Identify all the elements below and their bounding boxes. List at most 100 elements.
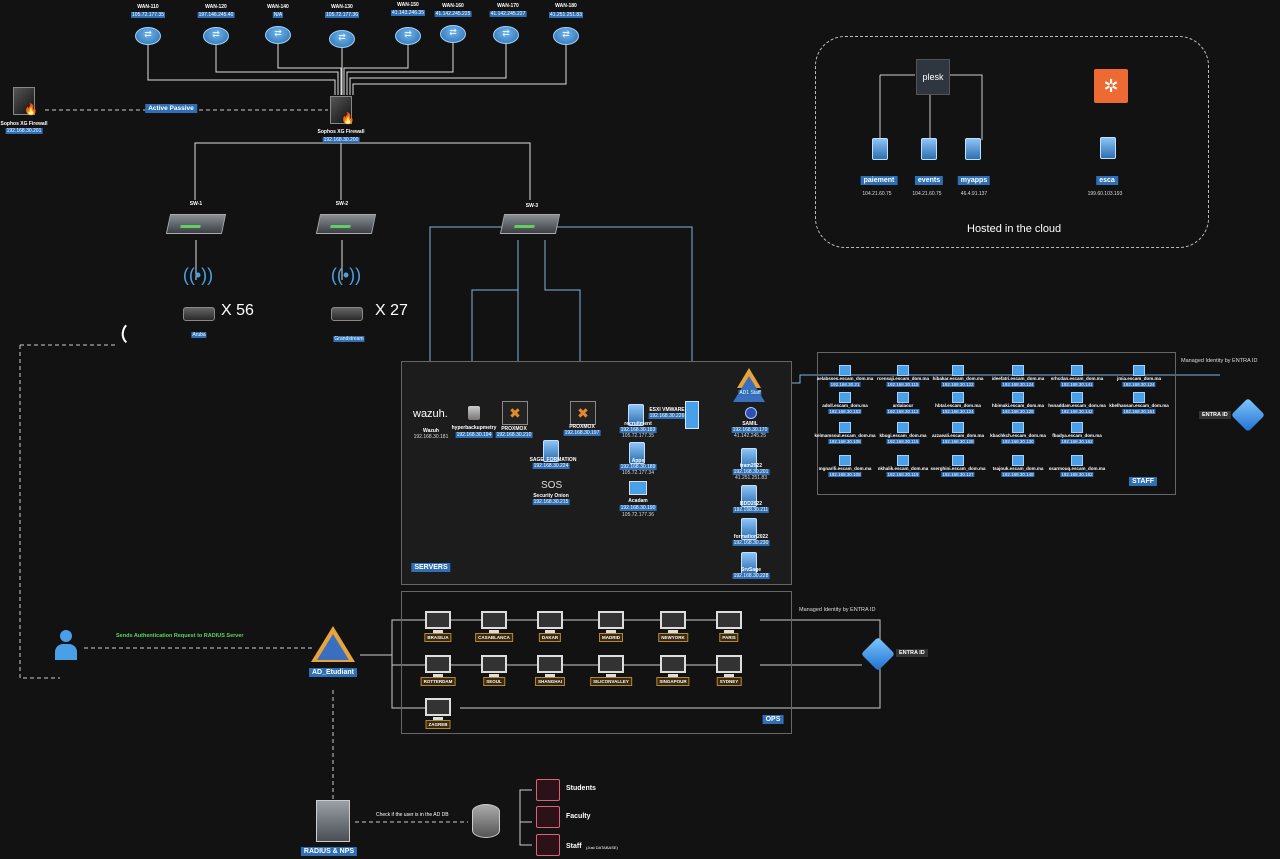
staff-host-ip: 192.168.30.142 xyxy=(1060,409,1094,414)
group-icon[interactable] xyxy=(536,834,560,856)
router-icon[interactable] xyxy=(329,30,355,48)
staff-host-name: srhcdan.escam_dom.ma xyxy=(1050,376,1104,381)
server-icon[interactable] xyxy=(1100,137,1116,159)
staff-computer-icon[interactable] xyxy=(839,365,851,376)
ops-monitor-icon[interactable] xyxy=(716,611,742,633)
group-name: Students xyxy=(566,785,596,792)
server-icon[interactable] xyxy=(965,138,981,160)
wan-ip: 105.72.177.36 xyxy=(325,12,359,18)
router-icon[interactable] xyxy=(493,26,519,44)
ops-monitor-icon[interactable] xyxy=(481,611,507,633)
ops-monitor-icon[interactable] xyxy=(598,655,624,677)
staff-computer-icon[interactable] xyxy=(952,455,964,466)
switch-label: SW-1 xyxy=(189,201,203,207)
server-icon[interactable] xyxy=(741,518,757,540)
staff-computer-icon[interactable] xyxy=(1071,365,1083,376)
staff-host-name: jmia.escam_dom.ma xyxy=(1116,376,1162,381)
cloud-site-ip: 46.4.91.137 xyxy=(960,191,988,197)
storage-icon[interactable] xyxy=(468,406,480,420)
ops-monitor-icon[interactable] xyxy=(660,611,686,633)
group-icon[interactable] xyxy=(536,806,560,828)
router-icon[interactable] xyxy=(135,27,161,45)
switch-icon[interactable] xyxy=(499,214,561,234)
database-icon[interactable] xyxy=(472,804,500,838)
firewall-passive-icon[interactable] xyxy=(13,87,38,116)
ops-monitor-icon[interactable] xyxy=(537,611,563,633)
staff-computer-icon[interactable] xyxy=(1012,365,1024,376)
desktop-icon[interactable] xyxy=(629,481,647,495)
staff-computer-icon[interactable] xyxy=(897,455,909,466)
samil-icon[interactable] xyxy=(745,407,757,419)
server-icon[interactable] xyxy=(628,404,644,426)
router-icon[interactable] xyxy=(395,27,421,45)
server-ip: 192.168.30.197 xyxy=(563,430,601,436)
server-ip: 192.168.30.194 xyxy=(455,432,493,438)
proxmox-icon[interactable]: ✖ xyxy=(570,401,596,425)
group-name: Faculty xyxy=(566,813,591,820)
server-icon[interactable] xyxy=(872,138,888,160)
group-icon[interactable] xyxy=(536,779,560,801)
ops-site-label: SEOUL xyxy=(483,677,505,686)
firewall-main-icon[interactable] xyxy=(330,96,355,125)
server-icon[interactable] xyxy=(921,138,937,160)
ops-monitor-icon[interactable] xyxy=(716,655,742,677)
wifi-icon: ((•)) xyxy=(182,265,214,285)
user-icon[interactable] xyxy=(55,630,77,664)
ap-label: Aruba xyxy=(191,332,207,338)
plesk-logo: plesk xyxy=(916,59,950,95)
staff-computer-icon[interactable] xyxy=(952,392,964,403)
server-icon[interactable] xyxy=(543,440,559,462)
access-point-icon[interactable] xyxy=(331,307,363,321)
staff-computer-icon[interactable] xyxy=(1012,392,1024,403)
ops-monitor-icon[interactable] xyxy=(660,655,686,677)
switch-label: SW-3 xyxy=(525,203,539,209)
ops-title: OPS xyxy=(762,715,784,724)
staff-computer-icon[interactable] xyxy=(897,422,909,433)
server-icon[interactable] xyxy=(741,485,757,507)
router-icon[interactable] xyxy=(553,27,579,45)
access-point-icon[interactable] xyxy=(183,307,215,321)
ops-monitor-icon[interactable] xyxy=(425,698,451,720)
staff-computer-icon[interactable] xyxy=(839,422,851,433)
ops-monitor-icon[interactable] xyxy=(537,655,563,677)
switch-icon[interactable] xyxy=(165,214,227,234)
staff-computer-icon[interactable] xyxy=(1012,455,1024,466)
proxmox-icon[interactable]: ✖ xyxy=(502,401,528,425)
staff-computer-icon[interactable] xyxy=(839,455,851,466)
staff-computer-icon[interactable] xyxy=(952,365,964,376)
staff-host-name: hibakar.escam_dom.ma xyxy=(932,376,984,381)
staff-computer-icon[interactable] xyxy=(1071,455,1083,466)
staff-computer-icon[interactable] xyxy=(1012,422,1024,433)
ops-monitor-icon[interactable] xyxy=(598,611,624,633)
router-icon[interactable] xyxy=(265,26,291,44)
staff-host-name: fbadya.escam_dom.ma xyxy=(1052,433,1102,438)
server-icon[interactable] xyxy=(629,442,645,464)
router-icon[interactable] xyxy=(440,25,466,43)
staff-computer-icon[interactable] xyxy=(1133,392,1145,403)
server-name: formation2022 xyxy=(733,534,769,540)
cloud-title: Hosted in the cloud xyxy=(967,223,1062,235)
staff-computer-icon[interactable] xyxy=(839,392,851,403)
staff-computer-icon[interactable] xyxy=(897,392,909,403)
active-directory-icon[interactable] xyxy=(733,368,765,402)
staff-host-ip: 192.168.30.108 xyxy=(828,472,862,477)
check-label: Check if the user is in the AD DB xyxy=(376,812,449,818)
active-directory-icon[interactable] xyxy=(311,626,355,662)
server-ext-ip: 41.142.245.25 xyxy=(734,433,766,439)
router-icon[interactable] xyxy=(203,27,229,45)
server-ext-ip: 105.72.177.35 xyxy=(622,433,654,439)
server-ip: 192.168.30.224 xyxy=(532,463,570,469)
ap-count: X 56 xyxy=(221,302,254,319)
staff-computer-icon[interactable] xyxy=(1071,422,1083,433)
ops-site-label: ROTTERDAM xyxy=(420,677,456,686)
staff-computer-icon[interactable] xyxy=(1133,365,1145,376)
ops-monitor-icon[interactable] xyxy=(425,655,451,677)
switch-icon[interactable] xyxy=(315,214,377,234)
staff-computer-icon[interactable] xyxy=(952,422,964,433)
staff-computer-icon[interactable] xyxy=(1071,392,1083,403)
radius-server-icon[interactable] xyxy=(316,800,350,842)
esxi-rack-icon[interactable] xyxy=(685,401,699,429)
ops-monitor-icon[interactable] xyxy=(425,611,451,633)
staff-computer-icon[interactable] xyxy=(897,365,909,376)
ops-monitor-icon[interactable] xyxy=(481,655,507,677)
